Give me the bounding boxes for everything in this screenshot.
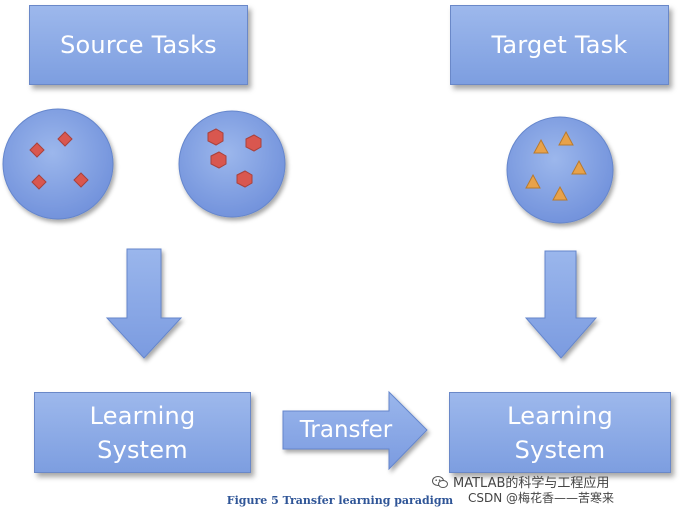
transfer-arrow xyxy=(282,390,428,471)
down-arrow-left xyxy=(105,248,183,359)
watermark-text-1: MATLAB的科学与工程应用 xyxy=(453,476,610,491)
learning-system-right-box: Learning System xyxy=(449,392,671,473)
diamond-marker xyxy=(29,131,89,190)
watermark-line-1: MATLAB的科学与工程应用 xyxy=(432,472,609,491)
down-arrow-right xyxy=(524,250,598,359)
source-domain-circle-2 xyxy=(178,110,286,218)
figure-caption: Figure 5 Transfer learning paradigm xyxy=(226,494,454,507)
learning-system-left-box: Learning System xyxy=(34,392,251,473)
source-domain-circle-1 xyxy=(2,108,114,220)
target-task-label: Target Task xyxy=(491,31,628,59)
source-tasks-box: Source Tasks xyxy=(29,5,248,85)
watermark-line-2: CSDN @梅花香——苦寒来 xyxy=(468,491,615,505)
target-domain-circle xyxy=(506,116,614,224)
target-task-box: Target Task xyxy=(450,5,669,85)
learning-system-left-label: Learning System xyxy=(89,401,196,464)
wechat-icon xyxy=(432,475,448,488)
triangle-marker xyxy=(525,130,587,201)
transfer-label: Transfer xyxy=(299,417,393,443)
hexagon-marker xyxy=(207,128,262,188)
source-tasks-label: Source Tasks xyxy=(60,31,217,59)
learning-system-right-label: Learning System xyxy=(507,401,613,464)
